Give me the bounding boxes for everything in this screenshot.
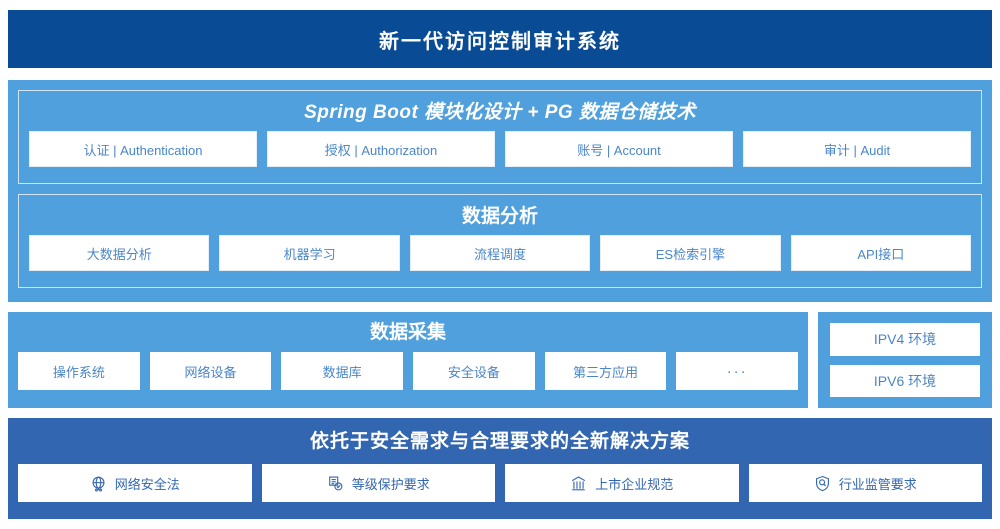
chip-label: 账号 | Account (577, 142, 661, 158)
chip-label: 等级保护要求 (351, 476, 430, 492)
chip-label: 操作系统 (52, 364, 105, 380)
collection-section: 数据采集 操作系统 网络设备 数据库 安全设备 第三方应用 ··· (8, 312, 808, 408)
environment-chip-ipv6[interactable]: IPV6 环境 (830, 364, 980, 397)
platform-chip-authorization[interactable]: 授权 | Authorization (267, 131, 495, 167)
shield-search-icon (814, 475, 831, 492)
collection-chip-more[interactable]: ··· (676, 352, 799, 390)
chip-label: 网络安全法 (114, 476, 180, 492)
solution-chip-listed-company-standard[interactable]: 上市企业规范 (505, 464, 739, 502)
chip-label: 流程调度 (474, 246, 527, 262)
analytics-chip-machine-learning[interactable]: 机器学习 (219, 235, 400, 271)
collection-chip-security-device[interactable]: 安全设备 (413, 352, 535, 390)
analytics-chip-api[interactable]: API接口 (790, 235, 972, 271)
document-check-icon (327, 475, 344, 492)
chip-label: 机器学习 (283, 246, 336, 262)
chip-label: 第三方应用 (573, 364, 639, 380)
bank-building-icon (570, 475, 587, 492)
analytics-panel-title: 数据分析 (461, 206, 538, 227)
chip-label: 数据库 (322, 364, 362, 380)
collection-chip-os[interactable]: 操作系统 (18, 352, 140, 390)
chip-label: IPV6 环境 (873, 372, 937, 389)
solution-chip-classified-protection[interactable]: 等级保护要求 (261, 464, 495, 502)
chip-label: 审计 | Audit (823, 142, 891, 158)
chip-label: 授权 | Authorization (324, 142, 438, 158)
page-title: 新一代访问控制审计系统 (379, 30, 621, 53)
solution-chip-cybersecurity-law[interactable]: 网络安全法 (18, 464, 252, 502)
collection-chip-row: 操作系统 网络设备 数据库 安全设备 第三方应用 ··· (18, 352, 799, 390)
chip-label: IPV4 环境 (873, 331, 937, 348)
solution-chip-industry-supervision[interactable]: 行业监管要求 (748, 464, 982, 502)
platform-chip-row: 认证 | Authentication 授权 | Authorization 账… (29, 131, 971, 167)
analytics-panel: 数据分析 大数据分析 机器学习 流程调度 ES检索引擎 API接口 (18, 194, 982, 288)
platform-chip-audit[interactable]: 审计 | Audit (743, 131, 971, 167)
header-bar: 新一代访问控制审计系统 (8, 10, 992, 68)
chip-label: 认证 | Authentication (83, 142, 203, 158)
chip-label: 网络设备 (184, 364, 237, 380)
chip-label: 上市企业规范 (595, 476, 674, 492)
chip-label: 行业监管要求 (838, 476, 917, 492)
chip-label: 大数据分析 (86, 246, 152, 262)
solution-chip-row: 网络安全法 等级保护要求 (18, 464, 982, 502)
globe-network-icon (90, 475, 107, 492)
solution-title: 依托于安全需求与合理要求的全新解决方案 (309, 431, 690, 452)
platform-chip-authentication[interactable]: 认证 | Authentication (29, 131, 257, 167)
chip-label: ES检索引擎 (655, 246, 726, 262)
environment-chip-ipv4[interactable]: IPV4 环境 (830, 323, 980, 356)
analytics-chip-process-scheduling[interactable]: 流程调度 (409, 235, 591, 271)
chip-label: 安全设备 (447, 364, 500, 380)
chip-label: ··· (726, 362, 748, 380)
platform-panel-title: Spring Boot 模块化设计 + PG 数据仓储技术 (304, 102, 696, 123)
collection-chip-network-device[interactable]: 网络设备 (149, 352, 272, 390)
platform-chip-account[interactable]: 账号 | Account (505, 131, 733, 167)
analytics-chip-row: 大数据分析 机器学习 流程调度 ES检索引擎 API接口 (29, 235, 972, 271)
platform-section: Spring Boot 模块化设计 + PG 数据仓储技术 认证 | Authe… (8, 80, 992, 302)
platform-panel: Spring Boot 模块化设计 + PG 数据仓储技术 认证 | Authe… (18, 90, 982, 184)
analytics-chip-es-search[interactable]: ES检索引擎 (600, 235, 781, 271)
environment-section: IPV4 环境 IPV6 环境 (818, 312, 992, 408)
collection-chip-third-party-app[interactable]: 第三方应用 (544, 352, 667, 390)
collection-title: 数据采集 (369, 322, 446, 343)
chip-label: API接口 (857, 246, 905, 262)
analytics-chip-bigdata[interactable]: 大数据分析 (29, 235, 210, 271)
solution-section: 依托于安全需求与合理要求的全新解决方案 网络安全法 (8, 418, 992, 519)
collection-chip-database[interactable]: 数据库 (281, 352, 404, 390)
